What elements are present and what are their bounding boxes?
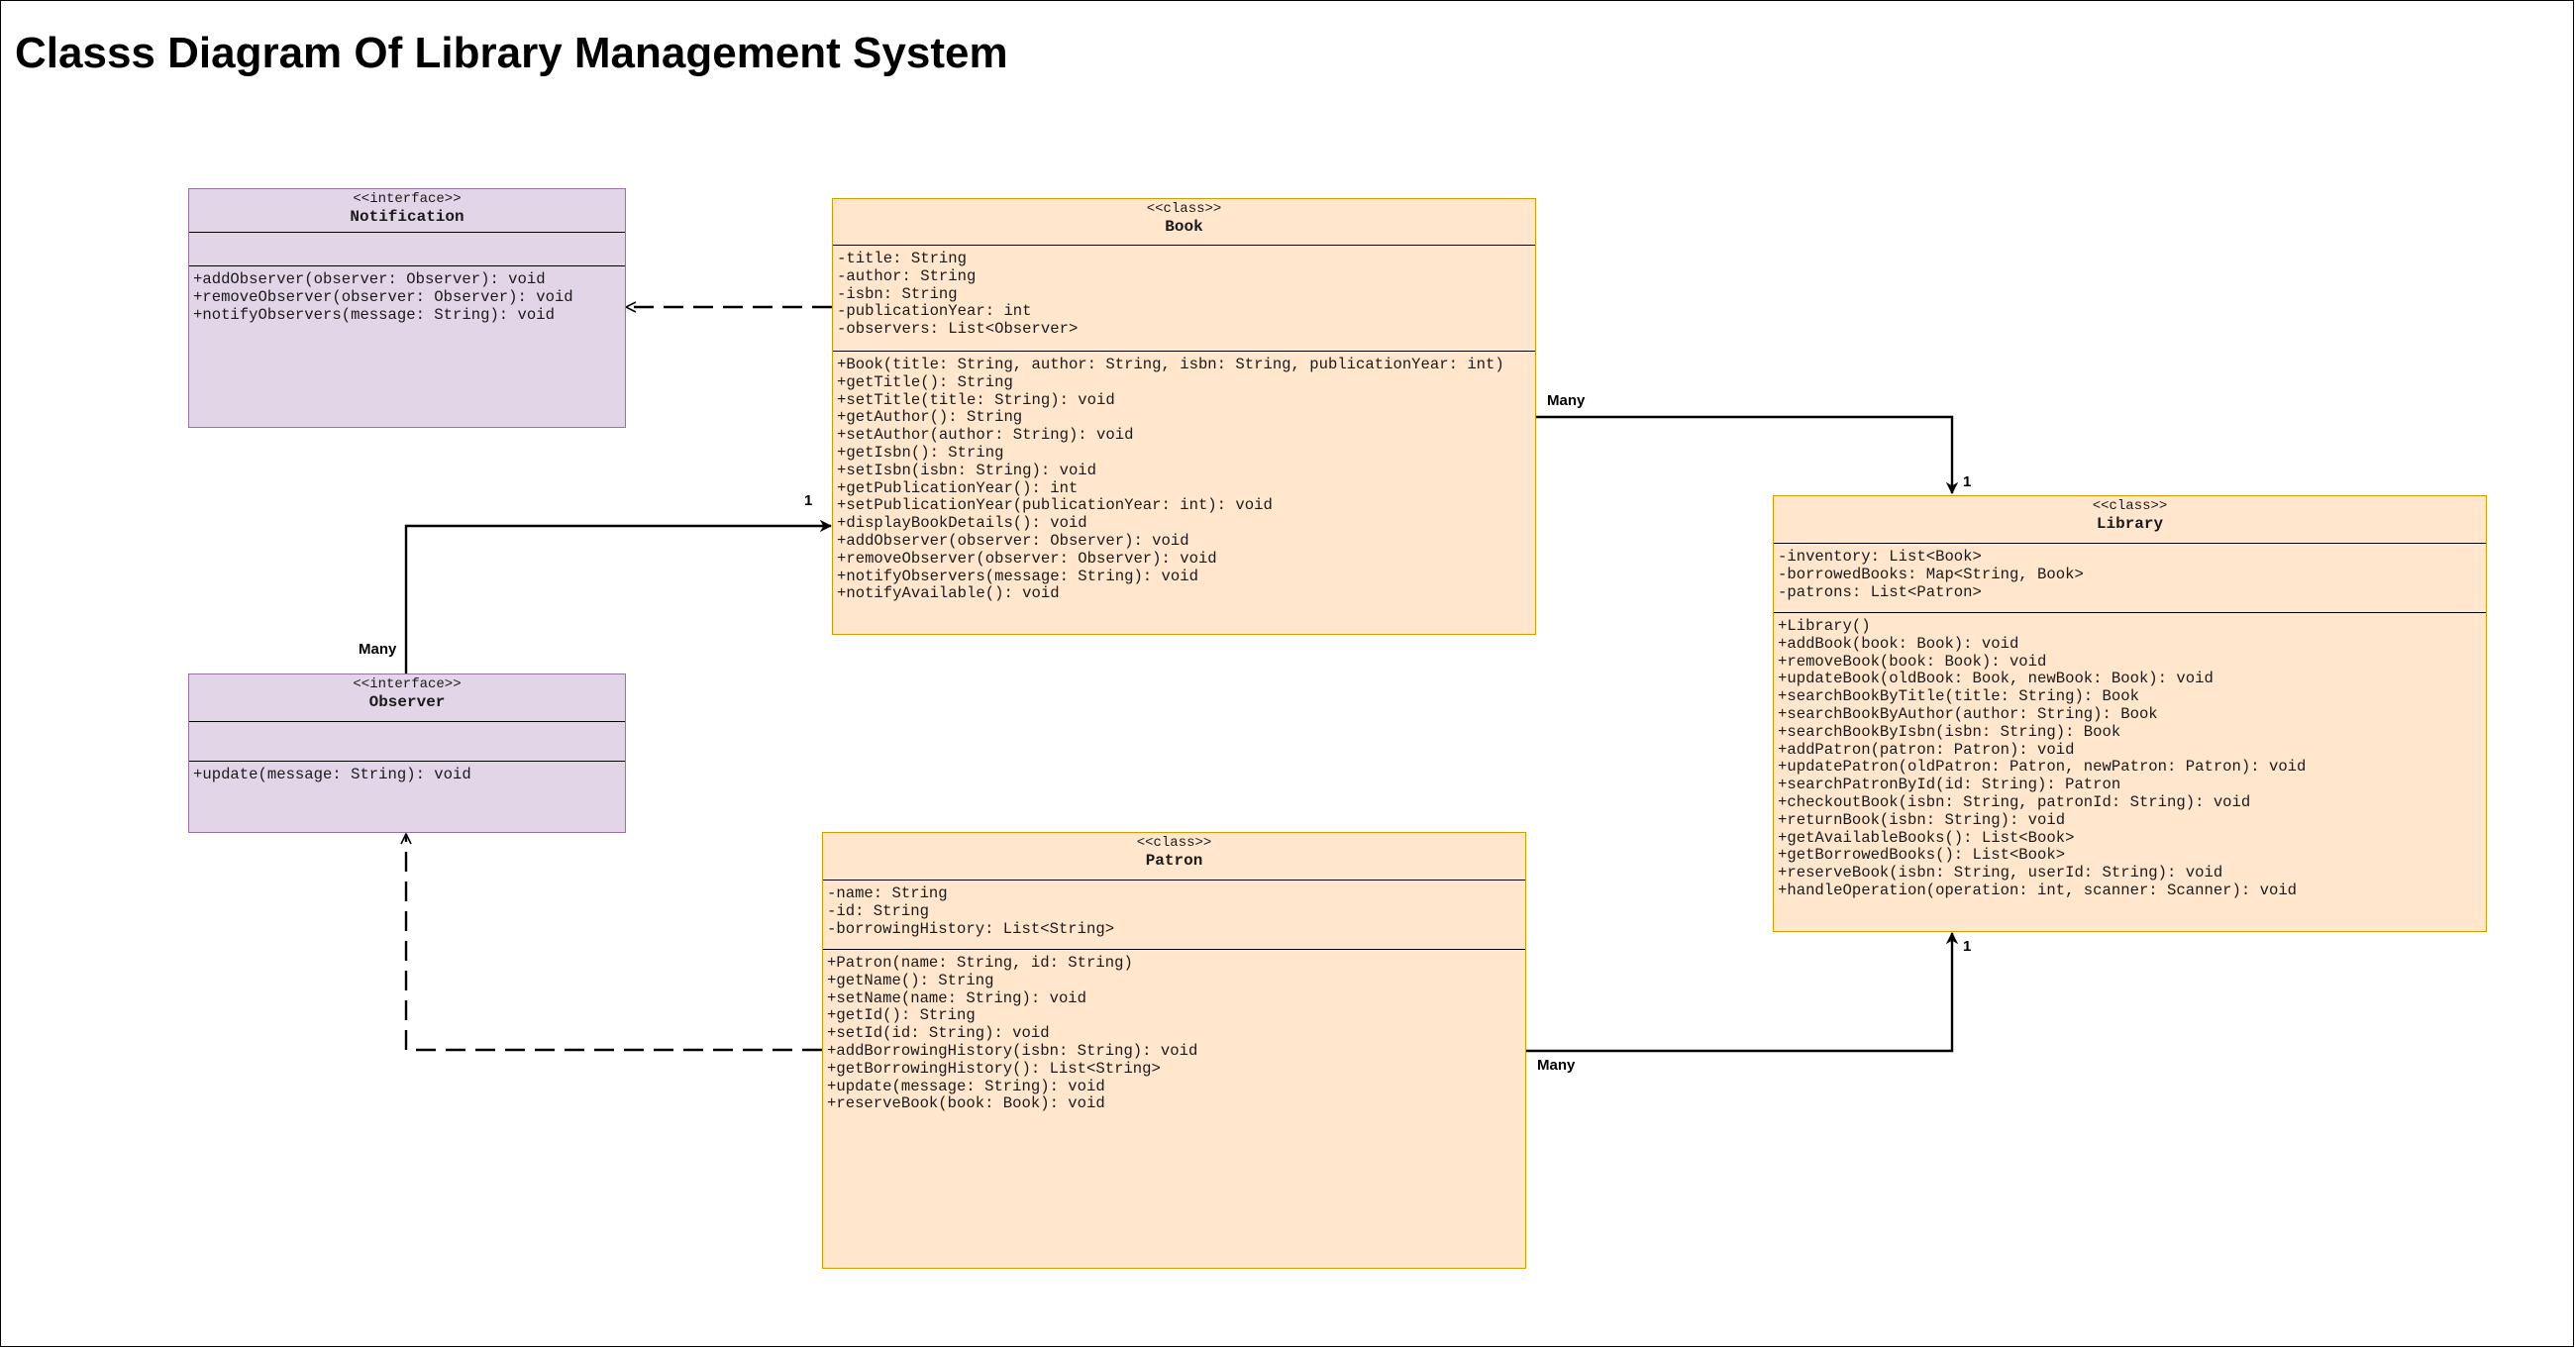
notification-stereotype: <<interface>> [353,191,462,207]
method-line: +notifyObservers(message: String): void [837,567,1198,585]
notification-interface-box[interactable]: <<interface>> Notification +addObserver(… [188,188,626,428]
observer-interface-box[interactable]: <<interface>> Observer +update(message: … [188,674,626,833]
method-line: +setId(id: String): void [827,1024,1050,1043]
attribute-line: -inventory: List<Book> [1778,548,1982,566]
book-stereotype: <<class>> [1146,201,1222,217]
method-line: +getTitle(): String [837,372,1013,391]
method-line: +Patron(name: String, id: String) [827,954,1133,972]
multiplicity-patron-library-many: Many [1537,1057,1576,1074]
library-stereotype: <<class>> [2092,498,2168,514]
observer-attributes [189,722,625,762]
attribute-line: -title: String [837,250,968,267]
patron-class-box[interactable]: <<class>> Patron -name: String -id: Stri… [822,832,1526,1269]
method-line: +getId(): String [827,1006,976,1025]
book-name: Book [1165,218,1203,236]
method-line: +returnBook(isbn: String): void [1778,810,2066,829]
attribute-line: -isbn: String [837,284,958,303]
method-line: +setPublicationYear(publicationYear: int… [837,496,1273,515]
method-line: +searchPatronById(id: String): Patron [1778,776,2121,794]
method-line: +setIsbn(isbn: String): void [837,461,1097,479]
method-line: +notifyObservers(message: String): void [193,305,555,324]
method-line: +updatePatron(oldPatron: Patron, newPatr… [1778,758,2307,777]
book-class-box[interactable]: <<class>> Book -title: String -author: S… [832,198,1536,635]
attribute-line: -id: String [827,901,929,920]
method-line: +checkoutBook(isbn: String, patronId: St… [1778,792,2251,811]
method-line: +displayBookDetails(): void [837,514,1087,533]
method-line: +getPublicationYear(): int [837,478,1079,497]
patron-header: <<class>> Patron [823,833,1525,881]
method-line: +reserveBook(book: Book): void [827,1094,1105,1113]
attribute-line: -author: String [837,266,977,285]
method-line: +setAuthor(author: String): void [837,426,1134,445]
method-line: +update(message: String): void [193,766,471,783]
attribute-line: -observers: List<Observer> [837,320,1079,339]
diagram-title: Classs Diagram Of Library Management Sys… [15,29,1008,77]
method-line: +getAuthor(): String [837,408,1023,427]
observer-stereotype: <<interface>> [353,676,462,692]
method-line: +removeObserver(observer: Observer): voi… [837,549,1217,568]
patron-name: Patron [1145,852,1203,870]
multiplicity-book-library-one: 1 [1963,473,1972,490]
library-class-box[interactable]: <<class>> Library -inventory: List<Book>… [1773,495,2487,932]
observer-name: Observer [368,693,446,711]
book-library-association [1535,415,1952,493]
multiplicity-observer-book-many: Many [359,641,397,658]
method-line: +searchBookByTitle(title: String): Book [1778,687,2139,706]
attribute-line: -borrowingHistory: List<String> [827,919,1115,938]
method-line: +getIsbn(): String [837,443,1004,462]
method-line: +getAvailableBooks(): List<Book> [1778,828,2075,847]
attribute-line: -name: String [827,884,948,902]
observer-book-association [404,526,831,674]
method-line: +removeBook(book: Book): void [1778,652,2047,671]
book-attributes: -title: String -author: String -isbn: St… [833,246,1535,352]
method-line: +getBorrowedBooks(): List<Book> [1778,846,2066,865]
method-line: +addBook(book: Book): void [1778,634,2019,653]
method-line: +notifyAvailable(): void [837,584,1060,603]
method-line: +handleOperation(operation: int, scanner… [1778,881,2298,899]
method-line: +addBorrowingHistory(isbn: String): void [827,1041,1198,1060]
observer-methods: +update(message: String): void [189,762,625,789]
library-name: Library [2096,515,2164,533]
attribute-line: -borrowedBooks: Map<String, Book> [1778,565,2084,583]
attribute-line: -publicationYear: int [837,302,1032,321]
library-attributes: -inventory: List<Book> -borrowedBooks: M… [1774,544,2486,613]
patron-attributes: -name: String -id: String -borrowingHist… [823,881,1525,950]
method-line: +getBorrowingHistory(): List<String> [827,1059,1161,1078]
method-line: +Library() [1778,617,1871,635]
method-line: +searchBookByAuthor(author: String): Boo… [1778,704,2158,723]
book-methods: +Book(title: String, author: String, isb… [833,352,1535,608]
notification-methods: +addObserver(observer: Observer): void +… [189,266,625,329]
notification-header: <<interface>> Notification [189,189,625,233]
multiplicity-book-library-many: Many [1547,392,1586,409]
observer-header: <<interface>> Observer [189,674,625,722]
method-line: +removeObserver(observer: Observer): voi… [193,287,573,306]
multiplicity-observer-book-one: 1 [804,492,813,509]
patron-stereotype: <<class>> [1136,835,1212,851]
method-line: +searchBookByIsbn(isbn: String): Book [1778,722,2121,741]
method-line: +addPatron(patron: Patron): void [1778,740,2075,759]
method-line: +addObserver(observer: Observer): void [193,270,546,288]
multiplicity-patron-library-one: 1 [1963,938,1972,955]
method-line: +addObserver(observer: Observer): void [837,531,1189,550]
patron-observer-realization [406,834,822,1052]
library-header: <<class>> Library [1774,496,2486,544]
book-header: <<class>> Book [833,199,1535,246]
method-line: +reserveBook(isbn: String, userId: Strin… [1778,864,2223,882]
patron-methods: +Patron(name: String, id: String) +getNa… [823,950,1525,1118]
notification-attributes [189,233,625,266]
attribute-line: -patrons: List<Patron> [1778,582,1982,601]
patron-library-association [1526,933,1952,1053]
method-line: +getName(): String [827,971,994,989]
method-line: +setTitle(title: String): void [837,390,1115,409]
method-line: +updateBook(oldBook: Book, newBook: Book… [1778,670,2214,688]
library-methods: +Library() +addBook(book: Book): void +r… [1774,613,2486,905]
method-line: +setName(name: String): void [827,988,1087,1007]
method-line: +Book(title: String, author: String, isb… [837,356,1504,373]
notification-name: Notification [350,208,464,226]
method-line: +update(message: String): void [827,1077,1105,1095]
